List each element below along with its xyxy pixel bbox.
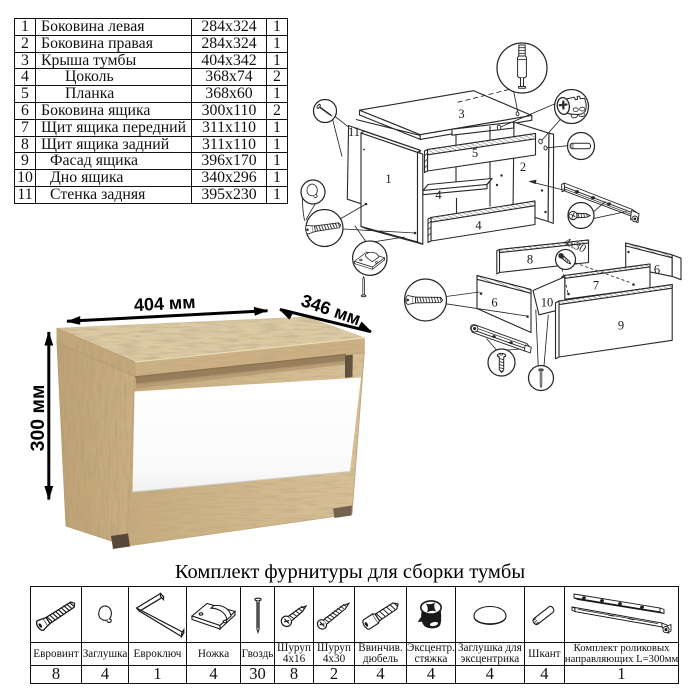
svg-text:8: 8 bbox=[527, 253, 533, 267]
svg-text:4: 4 bbox=[475, 219, 482, 233]
svg-text:6: 6 bbox=[491, 296, 497, 310]
svg-text:10: 10 bbox=[541, 296, 554, 310]
svg-text:7: 7 bbox=[593, 279, 599, 293]
svg-text:2: 2 bbox=[520, 160, 526, 174]
svg-text:5: 5 bbox=[472, 146, 478, 160]
svg-text:1: 1 bbox=[385, 172, 391, 186]
svg-text:404 мм: 404 мм bbox=[133, 292, 196, 315]
svg-text:4: 4 bbox=[435, 188, 442, 202]
svg-text:300 мм: 300 мм bbox=[27, 385, 49, 452]
svg-text:3: 3 bbox=[458, 107, 464, 121]
svg-text:11: 11 bbox=[348, 125, 360, 139]
svg-text:6: 6 bbox=[654, 263, 660, 277]
svg-text:9: 9 bbox=[618, 319, 624, 333]
